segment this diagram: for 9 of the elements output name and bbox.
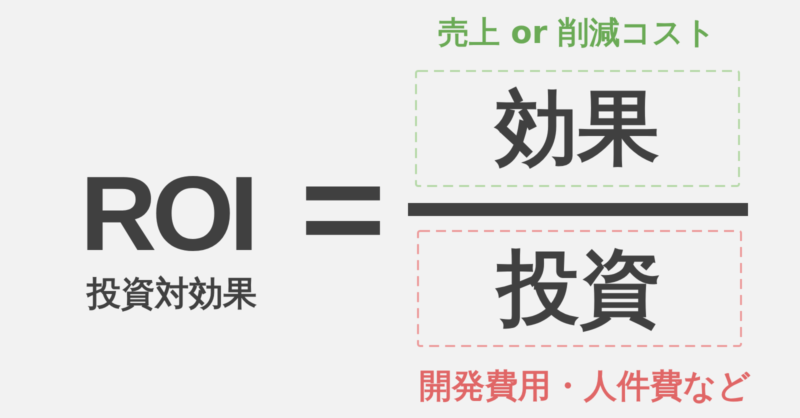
equals-sign: =	[299, 146, 387, 274]
fraction-term: 投資	[498, 248, 662, 330]
acronym-text: ROI	[79, 161, 255, 267]
dashed-box	[415, 70, 740, 187]
node-label: 売上 or 削減コスト	[436, 18, 718, 49]
node-label: 開発費用・人件費など	[418, 369, 752, 402]
subtitle-text: 投資対効果	[85, 277, 258, 311]
dashed-box	[417, 230, 742, 347]
fraction-term: 効果	[496, 88, 660, 170]
